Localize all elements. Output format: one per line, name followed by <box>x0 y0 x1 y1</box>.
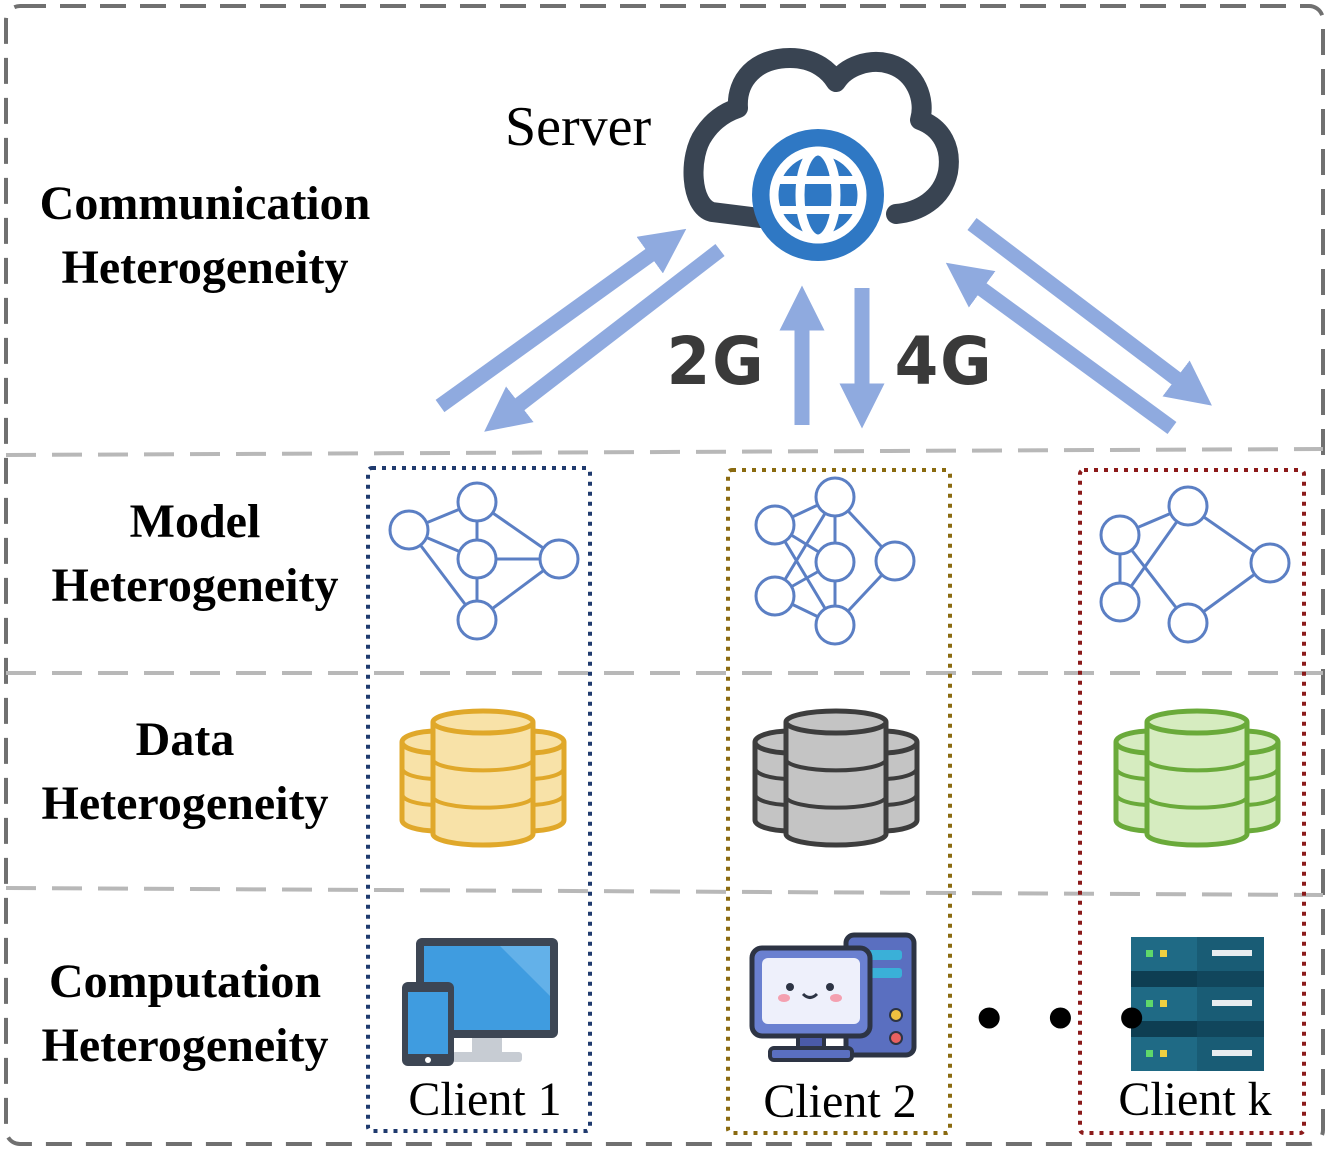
row-label-line: Computation <box>48 955 322 1008</box>
client-k-column <box>1078 468 1306 1135</box>
row-label-line: Data <box>135 713 235 766</box>
row-label-line: Heterogeneity <box>51 559 339 612</box>
arrow-clientk-to-server <box>945 262 1177 435</box>
database-icons <box>399 708 1281 848</box>
row-label-communication: Communication Heterogeneity <box>20 172 390 300</box>
database-icon <box>1113 708 1281 848</box>
cloud-icon <box>683 48 959 228</box>
arrow-server-to-client1 <box>484 244 725 432</box>
row-label-computation: Computation Heterogeneity <box>10 950 360 1078</box>
row-label-line: Heterogeneity <box>61 241 349 294</box>
network-label-2g: 2G <box>666 323 766 400</box>
client-label: Client 2 <box>763 1075 917 1128</box>
arrow-server-to-clientk <box>967 218 1212 406</box>
server-rack-icon <box>1131 937 1264 1071</box>
client-label: Client k <box>1118 1073 1272 1126</box>
row-label-data: Data Heterogeneity <box>10 708 360 836</box>
row-label-line: Heterogeneity <box>41 1019 329 1072</box>
divider-communication-model <box>5 447 1324 457</box>
neural-network-icon <box>1099 485 1291 644</box>
neural-network-icon <box>388 481 580 641</box>
ellipsis: • • • <box>970 985 1157 1055</box>
row-label-line: Communication <box>39 177 371 230</box>
arrow-client1-to-server <box>435 228 687 413</box>
database-icon <box>752 708 920 848</box>
row-label-model: Model Heterogeneity <box>20 490 370 618</box>
divider-data-computation <box>5 886 1324 897</box>
devices-icon <box>402 938 558 1066</box>
desktop-computer-icon <box>749 932 917 1062</box>
globe-icon <box>752 129 884 261</box>
neural-network-icon <box>754 476 916 646</box>
server-label: Server <box>505 96 652 158</box>
outer-frame <box>4 4 1325 1146</box>
row-label-line: Heterogeneity <box>41 777 329 830</box>
client-label: Client 1 <box>408 1073 562 1126</box>
row-label-line: Model <box>129 495 261 548</box>
communication-arrows <box>435 218 1212 435</box>
network-label-4g: 4G <box>894 323 994 400</box>
database-icon <box>399 708 567 848</box>
